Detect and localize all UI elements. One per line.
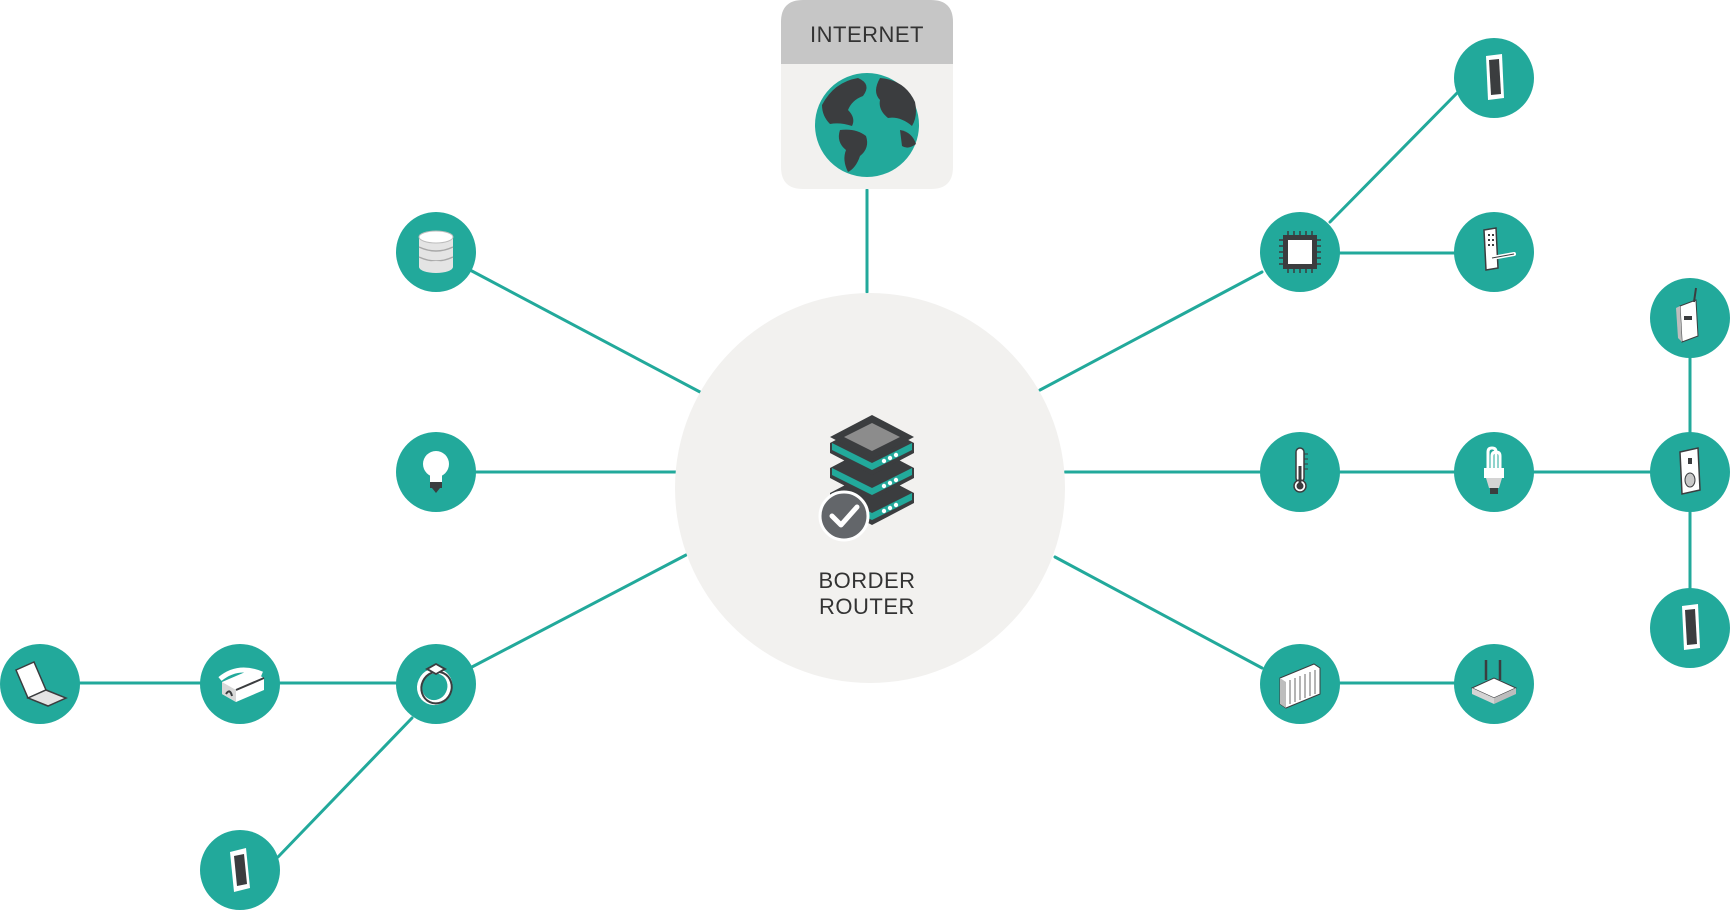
device-cfl-bulb <box>1454 432 1534 512</box>
device-light-switch <box>1650 432 1730 512</box>
thermometer-icon <box>1293 447 1308 493</box>
light-switch-icon <box>1679 447 1701 495</box>
device-light-bulb <box>396 432 476 512</box>
device-door-lock <box>1454 212 1534 292</box>
radiator-icon <box>1279 663 1321 709</box>
device-remote-sensor <box>1650 278 1730 358</box>
light-bulb-icon <box>423 451 449 493</box>
vr-headset-icon <box>218 667 265 702</box>
device-thermometer <box>1260 432 1340 512</box>
device-nodes <box>0 38 1730 910</box>
check-badge-icon <box>818 490 870 542</box>
door-lock-icon <box>1483 227 1516 271</box>
border-router-node: BORDER ROUTER <box>675 293 1065 683</box>
link-ring-router <box>468 553 688 670</box>
border-router-label-line2: ROUTER <box>819 594 915 619</box>
device-phone-top-right <box>1454 38 1534 118</box>
phone-icon <box>230 848 250 892</box>
phone-icon <box>1682 604 1700 650</box>
database-icon <box>418 230 454 273</box>
link-chip-router <box>1038 270 1264 392</box>
link-chip-phone <box>1328 88 1462 224</box>
device-phone-bottom-left <box>200 830 280 910</box>
device-smart-ring <box>396 644 476 724</box>
smart-ring-icon <box>417 663 453 706</box>
device-radiator <box>1260 644 1340 724</box>
device-phone-far-right <box>1650 588 1730 668</box>
device-database <box>396 212 476 292</box>
internet-label: INTERNET <box>810 22 924 47</box>
laptop-icon <box>15 661 68 707</box>
device-vr-headset <box>200 644 280 724</box>
device-laptop <box>0 644 80 724</box>
link-phone-ring <box>276 716 414 859</box>
chip-icon <box>1279 231 1321 273</box>
globe-icon <box>815 73 919 177</box>
internet-header <box>781 0 953 64</box>
phone-icon <box>1486 54 1504 100</box>
border-router-label-line1: BORDER <box>818 568 915 593</box>
device-wifi-router <box>1454 644 1534 724</box>
wifi-router-icon <box>1470 660 1518 704</box>
remote-sensor-icon <box>1676 287 1699 343</box>
cfl-bulb-icon <box>1484 446 1504 494</box>
connection-lines <box>78 88 1692 859</box>
link-radiator-router <box>1053 555 1264 670</box>
link-database-router <box>468 268 702 394</box>
internet-node: INTERNET <box>781 0 953 189</box>
device-chip <box>1260 212 1340 292</box>
